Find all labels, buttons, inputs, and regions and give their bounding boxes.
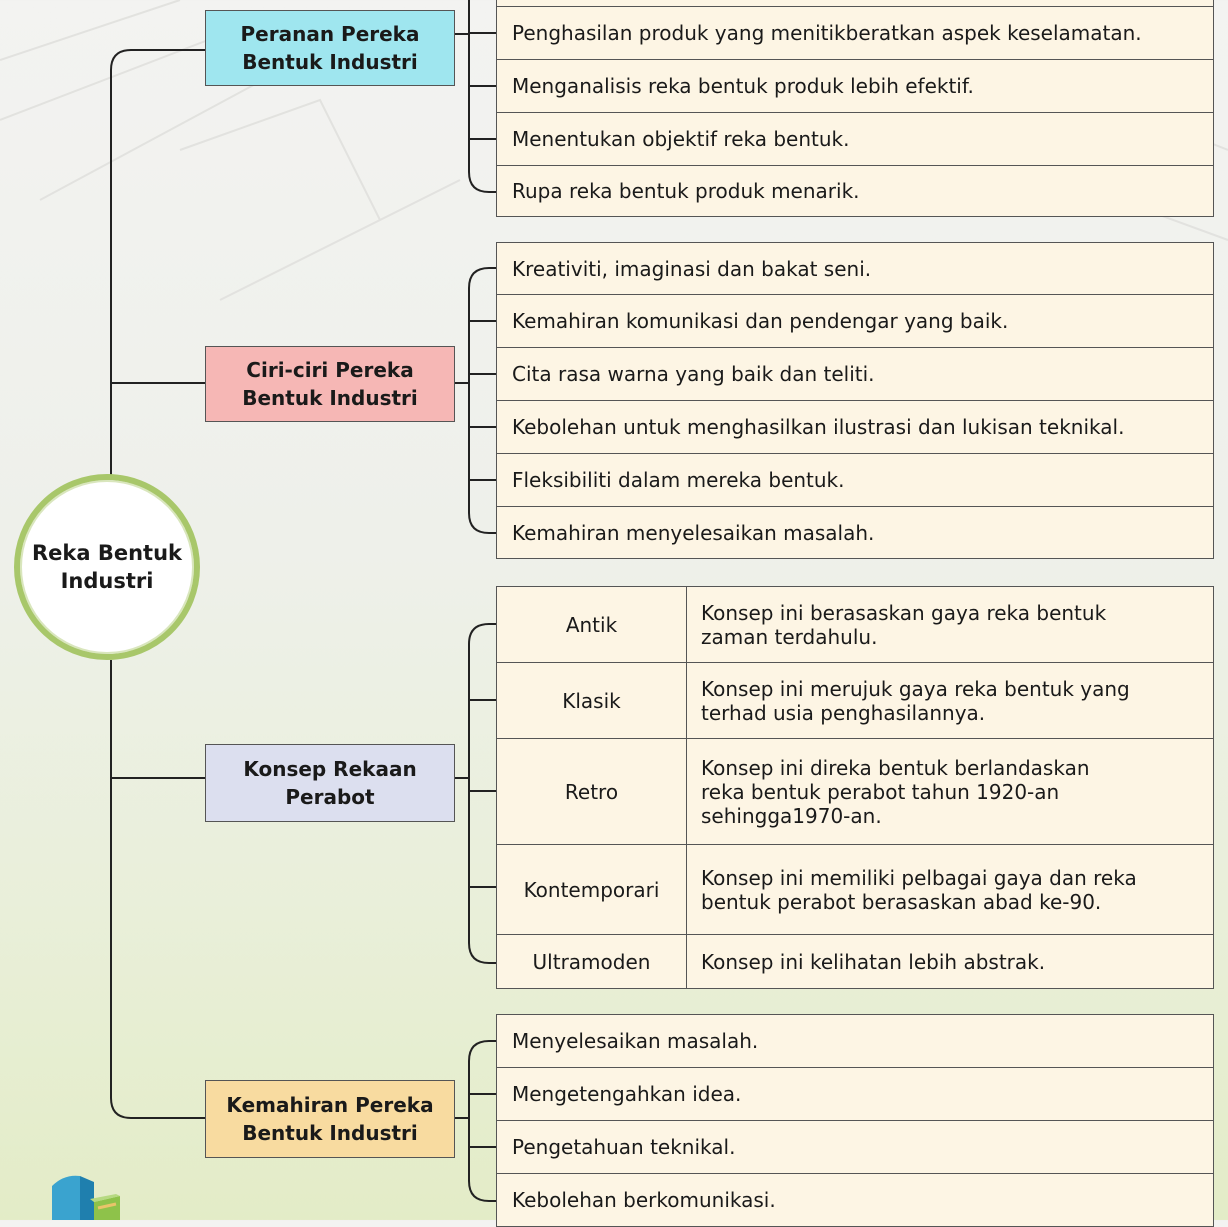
konsep-desc-line: Konsep ini kelihatan lebih abstrak. (701, 949, 1046, 974)
ciri-item-text: Kemahiran komunikasi dan pendengar yang … (512, 309, 1009, 333)
ciri-item-text: Kemahiran menyelesaikan masalah. (512, 520, 875, 545)
konsep-desc: Konsep ini kelihatan lebih abstrak. (686, 934, 1214, 989)
kemahiran-item-text: Mengetengahkan idea. (512, 1082, 742, 1106)
konsep-name: Ultramoden (496, 934, 687, 989)
kemahiran-item-text: Kebolehan berkomunikasi. (512, 1188, 776, 1212)
ciri-item: Kemahiran komunikasi dan pendengar yang … (496, 294, 1214, 348)
konsep-desc: Konsep ini memiliki pelbagai gaya dan re… (686, 844, 1214, 935)
konsep-table: Antik Konsep ini berasaskan gaya reka be… (496, 586, 1214, 989)
konsep-row: Ultramoden Konsep ini kelihatan lebih ab… (496, 934, 1214, 989)
konsep-row: Kontemporari Konsep ini memiliki pelbaga… (496, 844, 1214, 935)
category-peranan: Peranan Pereka Bentuk Industri (205, 10, 455, 86)
kemahiran-item-text: Pengetahuan teknikal. (512, 1135, 736, 1159)
ciri-item: Kebolehan untuk menghasilkan ilustrasi d… (496, 400, 1214, 454)
konsep-name: Retro (496, 738, 687, 845)
konsep-desc: Konsep ini direka bentuk berlandaskan re… (686, 738, 1214, 845)
konsep-desc-line: zaman terdahulu. (701, 624, 878, 649)
peranan-item: Penghasilan produk yang menitikberatkan … (496, 6, 1214, 60)
peranan-item-text: Menganalisis reka bentuk produk lebih ef… (512, 74, 974, 98)
konsep-desc-line: reka bentuk perabot tahun 1920-an (701, 779, 1060, 804)
konsep-name: Antik (496, 586, 687, 663)
konsep-row: Klasik Konsep ini merujuk gaya reka bent… (496, 662, 1214, 739)
ciri-item-text: Kebolehan untuk menghasilkan ilustrasi d… (512, 415, 1125, 439)
ciri-item-text: Cita rasa warna yang baik dan teliti. (512, 362, 875, 386)
konsep-name: Klasik (496, 662, 687, 739)
book-stack-icon (52, 1175, 120, 1220)
category-peranan-label: Peranan Pereka Bentuk Industri (240, 22, 420, 74)
peranan-item: Menganalisis reka bentuk produk lebih ef… (496, 59, 1214, 113)
konsep-desc-line: bentuk perabot berasaskan abad ke-90. (701, 889, 1102, 914)
ciri-item-text: Kreativiti, imaginasi dan bakat seni. (512, 256, 872, 281)
peranan-item-text: Penghasilan produk yang menitikberatkan … (512, 21, 1142, 45)
ciri-item: Cita rasa warna yang baik dan teliti. (496, 347, 1214, 401)
konsep-desc-line: Konsep ini berasaskan gaya reka bentuk (701, 600, 1107, 625)
kemahiran-item: Pengetahuan teknikal. (496, 1120, 1214, 1174)
ciri-item-text: Fleksibiliti dalam mereka bentuk. (512, 468, 845, 492)
konsep-desc-line: Konsep ini merujuk gaya reka bentuk yang (701, 676, 1130, 701)
category-konsep: Konsep Rekaan Perabot (205, 744, 455, 822)
category-kemahiran: Kemahiran Pereka Bentuk Industri (205, 1080, 455, 1158)
konsep-desc-line: sehingga1970-an. (701, 803, 882, 828)
peranan-item-text: Rupa reka bentuk produk menarik. (512, 179, 860, 203)
peranan-item: Menentukan objektif reka bentuk. (496, 112, 1214, 166)
kemahiran-item-text: Menyelesaikan masalah. (512, 1029, 759, 1053)
peranan-item-text: Menentukan objektif reka bentuk. (512, 127, 850, 151)
konsep-name: Kontemporari (496, 844, 687, 935)
central-topic-label: Reka Bentuk Industri (32, 541, 183, 593)
kemahiran-item: Mengetengahkan idea. (496, 1067, 1214, 1121)
konsep-desc: Konsep ini berasaskan gaya reka bentuk z… (686, 586, 1214, 663)
category-ciri-label: Ciri-ciri Pereka Bentuk Industri (242, 358, 418, 410)
kemahiran-item: Menyelesaikan masalah. (496, 1014, 1214, 1068)
konsep-row: Antik Konsep ini berasaskan gaya reka be… (496, 586, 1214, 663)
konsep-desc: Konsep ini merujuk gaya reka bentuk yang… (686, 662, 1214, 739)
category-kemahiran-label: Kemahiran Pereka Bentuk Industri (226, 1093, 434, 1145)
konsep-desc-line: Konsep ini memiliki pelbagai gaya dan re… (701, 865, 1137, 890)
ciri-item: Fleksibiliti dalam mereka bentuk. (496, 453, 1214, 507)
konsep-desc-line: Konsep ini direka bentuk berlandaskan (701, 755, 1090, 780)
category-konsep-label: Konsep Rekaan Perabot (243, 757, 417, 809)
konsep-row: Retro Konsep ini direka bentuk berlandas… (496, 738, 1214, 845)
peranan-item: Rupa reka bentuk produk menarik. (496, 165, 1214, 217)
category-ciri: Ciri-ciri Pereka Bentuk Industri (205, 346, 455, 422)
kemahiran-item: Kebolehan berkomunikasi. (496, 1173, 1214, 1227)
ciri-item: Kreativiti, imaginasi dan bakat seni. (496, 242, 1214, 295)
ciri-item: Kemahiran menyelesaikan masalah. (496, 506, 1214, 559)
central-topic: Reka Bentuk Industri (14, 474, 200, 660)
konsep-desc-line: terhad usia penghasilannya. (701, 700, 986, 725)
